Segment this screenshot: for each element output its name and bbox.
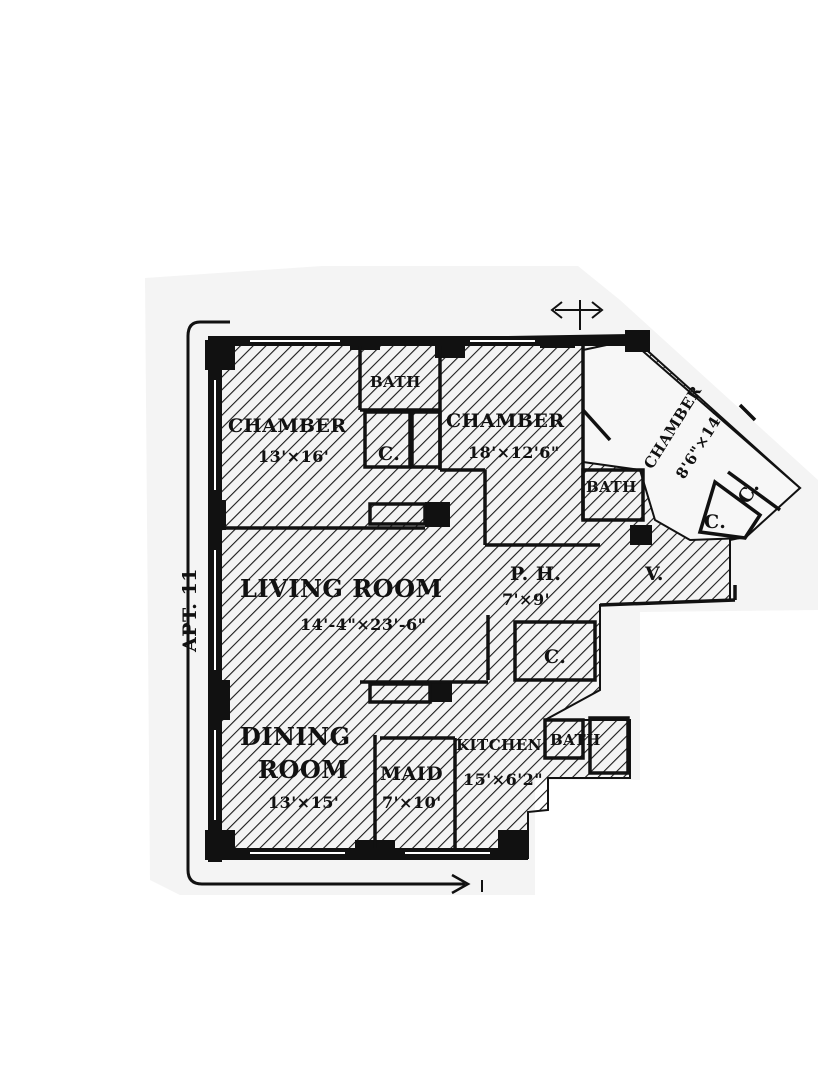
lot-boundary	[186, 320, 465, 886]
kitchen-name: KITCHEN	[456, 736, 542, 754]
bath-kitchen-name: BATH	[550, 731, 601, 749]
private-hall-size: 7'×9'	[502, 590, 550, 609]
bath-east-name: BATH	[586, 478, 637, 496]
private-hall-name: P. H.	[510, 563, 561, 585]
closet-label: C.	[704, 511, 726, 533]
vestibule-name: V.	[644, 563, 664, 585]
closet-label: C.	[544, 646, 566, 668]
chamber-north-size: 18'×12'6"	[468, 443, 560, 462]
north-wall	[208, 336, 633, 346]
maid-size: 7'×10'	[382, 793, 442, 812]
apartment-label: APT. 11	[179, 568, 201, 653]
entry-arrow	[451, 873, 471, 895]
dining-room-name-line2: ROOM	[258, 755, 348, 784]
chamber-north-name: CHAMBER	[446, 410, 565, 432]
dining-room-size: 13'×15'	[268, 793, 339, 812]
dining-room-name-line1: DINING	[240, 722, 351, 751]
kitchen-size: 15'×6'2"	[463, 770, 543, 789]
dimension-mark	[550, 301, 604, 319]
closet-label: C.	[378, 443, 400, 465]
bath-north-name: BATH	[370, 373, 421, 391]
window-marks	[214, 340, 535, 854]
living-room-size: 14'-4"×23'-6"	[300, 615, 426, 634]
chamber-west-size: 13'×16'	[258, 447, 329, 466]
chamber-east-area	[582, 338, 802, 542]
chamber-west-name: CHAMBER	[228, 415, 347, 437]
maid-name: MAID	[380, 763, 443, 785]
interior-walls	[222, 346, 782, 848]
living-room-name: LIVING ROOM	[240, 574, 443, 603]
